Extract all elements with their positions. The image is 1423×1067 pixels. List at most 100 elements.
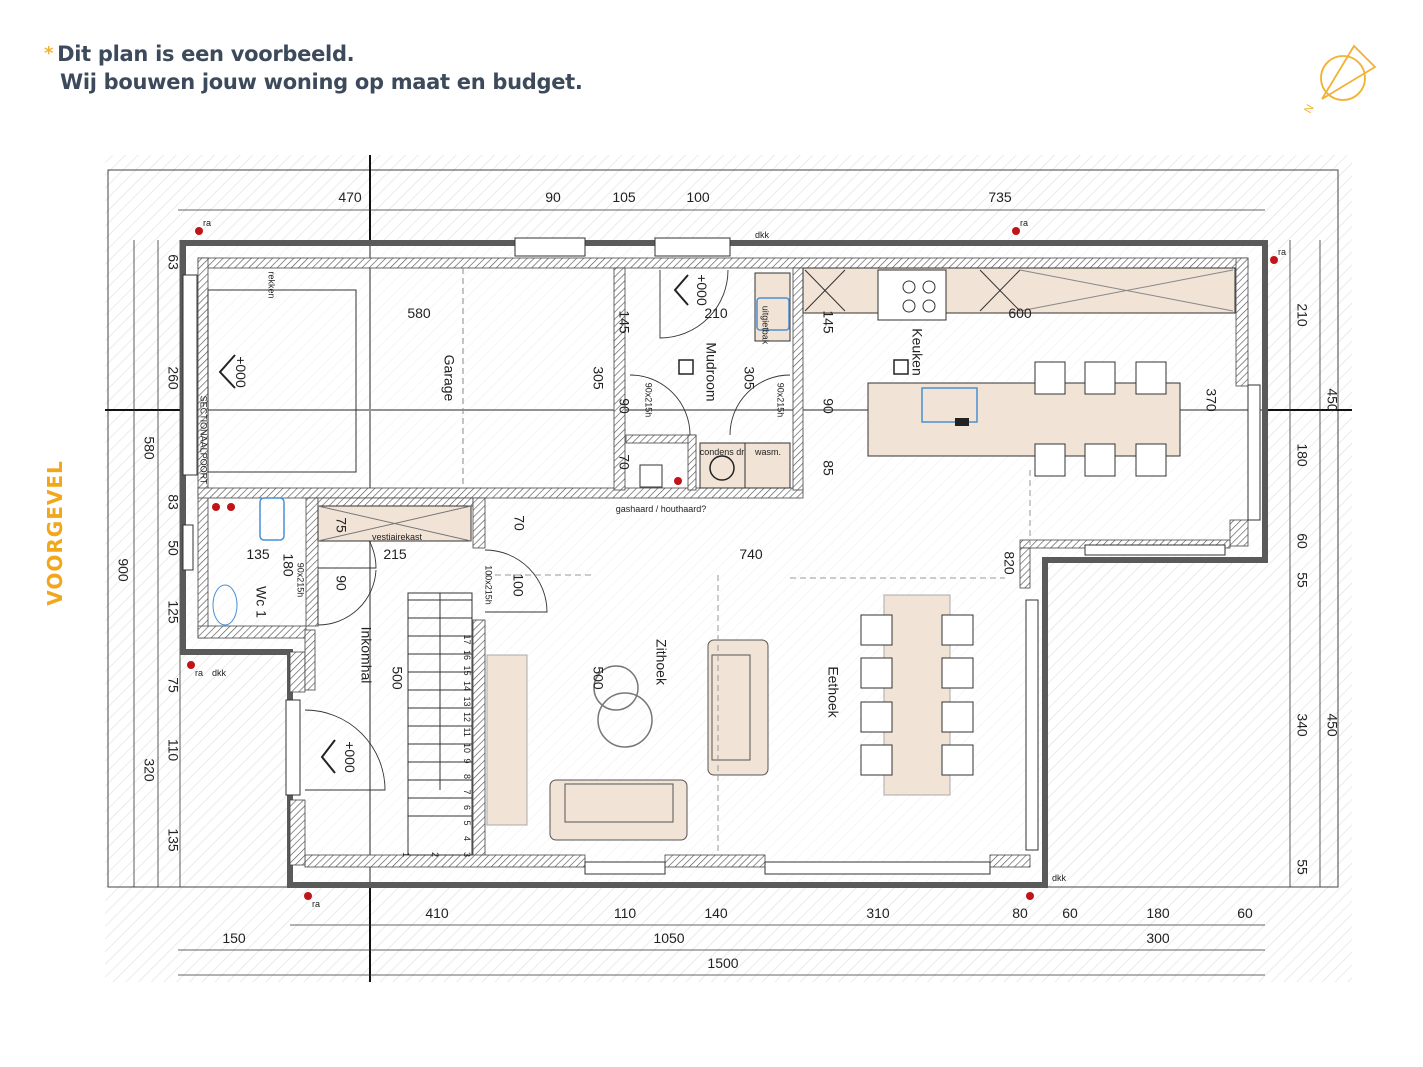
kitchen-counter — [802, 267, 1236, 321]
stair-step-number: 8 — [462, 774, 472, 779]
hidden-lines — [485, 470, 1031, 855]
utility-sink-icon — [756, 297, 790, 331]
marker-icon — [1026, 892, 1034, 900]
dim-label: 820 — [1001, 551, 1017, 575]
kitchen-island — [867, 382, 1181, 457]
room-label-garage: Garage — [441, 355, 457, 402]
stair-step-number: 6 — [462, 805, 472, 810]
stair-step-number: 10 — [462, 743, 472, 753]
dim-label: 500 — [590, 666, 606, 690]
dim-label: 125 — [165, 600, 181, 624]
washbasin-icon — [212, 584, 238, 626]
dim-label: 140 — [704, 905, 728, 921]
dim-label: 90 — [820, 398, 836, 414]
plan-label: vestiairekast — [372, 532, 423, 542]
plan-label: +000 — [694, 274, 710, 306]
dim-label: 55 — [1294, 859, 1310, 875]
plan-label: ra — [203, 218, 211, 228]
dim-label: 450 — [1324, 713, 1340, 737]
plan-label: 210 — [704, 305, 728, 321]
dim-label: 300 — [1146, 930, 1170, 946]
stair-step-number: 1 — [401, 852, 411, 857]
plan-label: condens dr. — [700, 447, 747, 457]
dim-label: 110 — [614, 905, 637, 921]
dim-label: 70 — [616, 454, 632, 470]
dim-label: 310 — [866, 905, 890, 921]
rainwater-markers — [187, 227, 1278, 900]
dim-label: 580 — [141, 436, 157, 460]
dim-label: 180 — [1294, 443, 1310, 467]
plan-label: gashaard / houthaard? — [616, 504, 707, 514]
dim-label: 70 — [511, 515, 527, 531]
dim-label: 50 — [165, 540, 181, 556]
dim-label: 305 — [590, 366, 606, 390]
plan-label: ra — [1020, 218, 1028, 228]
dim-label: 90 — [545, 189, 561, 205]
stair-step-number: 7 — [462, 790, 472, 795]
stair-step-number: 16 — [462, 650, 472, 660]
level-marker-icon — [218, 274, 689, 774]
stair-step-number: 12 — [462, 712, 472, 722]
plan-label: 580 — [407, 305, 431, 321]
dim-label: 100 — [510, 573, 526, 597]
plan-label: dkk — [755, 230, 770, 240]
dim-label: 145 — [616, 310, 632, 334]
room-label-keuken: Keuken — [909, 328, 925, 375]
garage-parking-area — [207, 289, 357, 473]
room-label-zithoek: Zithoek — [653, 639, 669, 686]
door-size-label: 100x215h — [484, 565, 494, 605]
stair-step-number: 3 — [462, 852, 472, 857]
utility-sink-counter — [754, 272, 791, 342]
marker-icon — [212, 503, 220, 511]
stair-step-number: 2 — [430, 852, 440, 857]
plan-label: 740 — [739, 546, 763, 562]
dining-table — [860, 594, 974, 796]
room-label-inkomhal: Inkomhal — [358, 627, 374, 684]
dim-label: 110 — [165, 739, 181, 762]
boiler — [639, 464, 663, 488]
marker-icon — [1270, 256, 1278, 264]
plan-label: +000 — [342, 741, 358, 773]
dim-label: 90 — [616, 398, 632, 414]
marker-icon — [227, 503, 235, 511]
marker-icon — [674, 477, 682, 485]
marker-icon — [304, 892, 312, 900]
plan-label: ra — [1278, 247, 1286, 257]
garage-door-label: SECTIONAALPOORT — [199, 396, 209, 485]
dim-label: 60 — [1062, 905, 1078, 921]
dim-label: 145 — [820, 310, 836, 334]
bar-stools — [1034, 361, 1167, 477]
dim-label: 75 — [165, 677, 181, 693]
dim-label: 100 — [686, 189, 710, 205]
dim-label: 340 — [1294, 713, 1310, 737]
sofa — [549, 639, 769, 841]
shelves-label: rekken — [267, 271, 277, 298]
dim-label: 180 — [280, 553, 296, 577]
dimension-lines — [133, 209, 1321, 976]
north-arrow-icon — [1320, 44, 1377, 101]
dim-label: 135 — [165, 828, 181, 852]
stair-step-number: 5 — [462, 821, 472, 826]
dim-label: 60 — [1237, 905, 1253, 921]
dim-label: 75 — [333, 517, 349, 533]
room-label-eethoek: Eethoek — [825, 666, 841, 718]
windows — [182, 237, 1261, 875]
north-label: N — [1302, 103, 1316, 116]
marker-icon — [195, 227, 203, 235]
dim-label: 83 — [165, 494, 181, 510]
sink-label: uitgietbak — [761, 306, 771, 345]
marker-icon — [187, 661, 195, 669]
electric-panel-icon — [893, 359, 909, 375]
dim-label: 105 — [612, 189, 636, 205]
asterisk-icon: * — [44, 43, 54, 64]
plan-label: 135 — [246, 546, 270, 562]
stair-step-number: 13 — [462, 697, 472, 707]
toilet-icon — [259, 497, 285, 541]
plan-label: 215 — [383, 546, 407, 562]
plan-label: dkk — [212, 668, 227, 678]
dim-label: 85 — [820, 460, 836, 476]
note-line-2: Wij bouwen jouw woning op maat en budget… — [60, 70, 583, 94]
dim-label: 60 — [1294, 533, 1310, 549]
